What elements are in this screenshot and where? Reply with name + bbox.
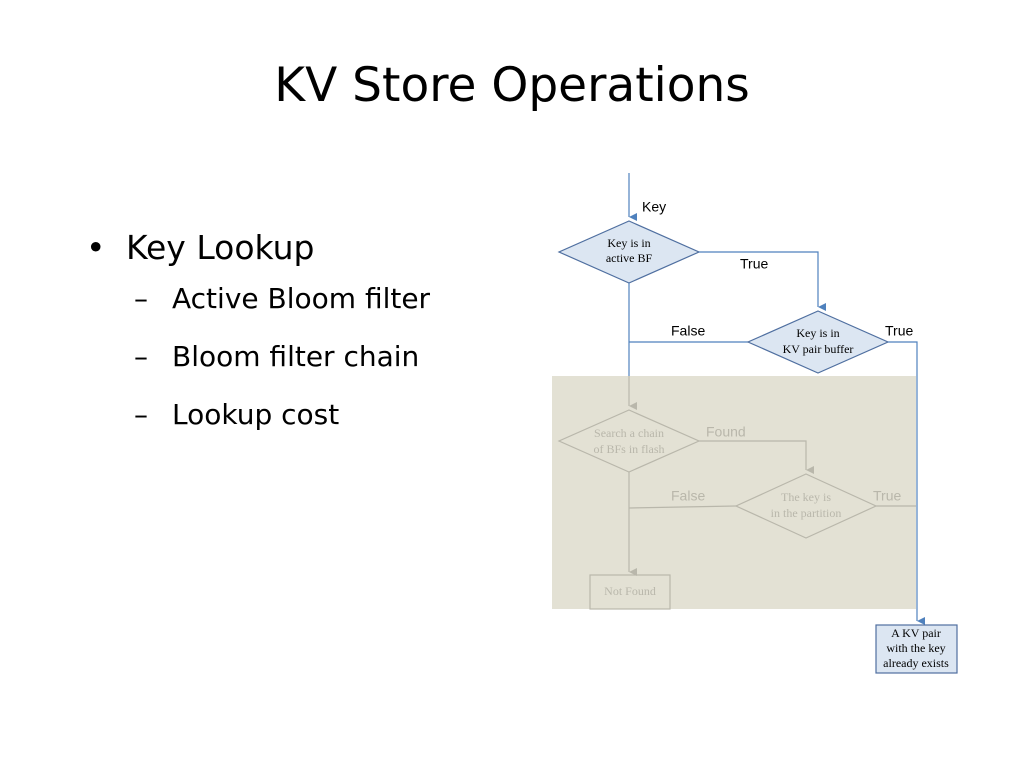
decision-partition-line2: in the partition (771, 506, 842, 520)
decision-kv-buffer (746, 310, 890, 374)
bullet-list: • Key Lookup – Active Bloom filter – Blo… (86, 226, 430, 444)
connector-false-partition (628, 505, 737, 509)
dimmed-panel (552, 376, 916, 609)
decision-kv-buffer-line1: Key is in (796, 326, 839, 340)
connector-true-active-bf (699, 251, 826, 311)
label-true-active-bf: True (740, 256, 768, 272)
result-kv-exists-line2: with the key (886, 641, 945, 655)
sub-bullet-text: Bloom filter chain (172, 340, 420, 373)
dash-icon: – (134, 398, 148, 431)
result-not-found (589, 574, 671, 610)
sub-bullet-bloom-filter-chain: – Bloom filter chain (86, 328, 430, 386)
sub-bullet-text: Lookup cost (172, 398, 340, 431)
slide-title: KV Store Operations (274, 58, 750, 113)
decision-partition-line1: The key is (781, 490, 831, 504)
dash-icon: – (134, 340, 148, 373)
result-kv-exists-line1: A KV pair (891, 626, 941, 640)
dash-icon: – (134, 282, 148, 315)
decision-partition (734, 473, 878, 539)
decision-kv-buffer-line2: KV pair buffer (783, 342, 854, 356)
decision-search-chain-line1: Search a chain (594, 426, 664, 440)
sub-bullet-active-bloom-filter: – Active Bloom filter (86, 270, 430, 328)
bullet-dot-icon: • (86, 228, 106, 267)
result-kv-exists-line3: already exists (883, 656, 949, 670)
sub-bullet-text: Active Bloom filter (172, 282, 431, 315)
label-false-kv-buffer: False (671, 323, 705, 339)
bullet-text: Key Lookup (126, 228, 315, 267)
label-false-partition: False (671, 488, 705, 504)
connector-true-kv-buffer (888, 341, 925, 625)
label-true-kv-buffer: True (885, 323, 913, 339)
sub-bullet-lookup-cost: – Lookup cost (86, 386, 430, 444)
bullet-key-lookup: • Key Lookup (86, 226, 430, 270)
decision-active-bf-line1: Key is in (607, 236, 650, 250)
connector-found (699, 440, 814, 474)
decision-search-chain-line2: of BFs in flash (593, 442, 664, 456)
result-not-found-text: Not Found (604, 584, 656, 598)
result-kv-exists (875, 624, 958, 674)
label-true-partition: True (873, 488, 901, 504)
label-found: Found (706, 424, 746, 440)
label-key: Key (642, 199, 666, 215)
decision-active-bf-line2: active BF (606, 251, 653, 265)
